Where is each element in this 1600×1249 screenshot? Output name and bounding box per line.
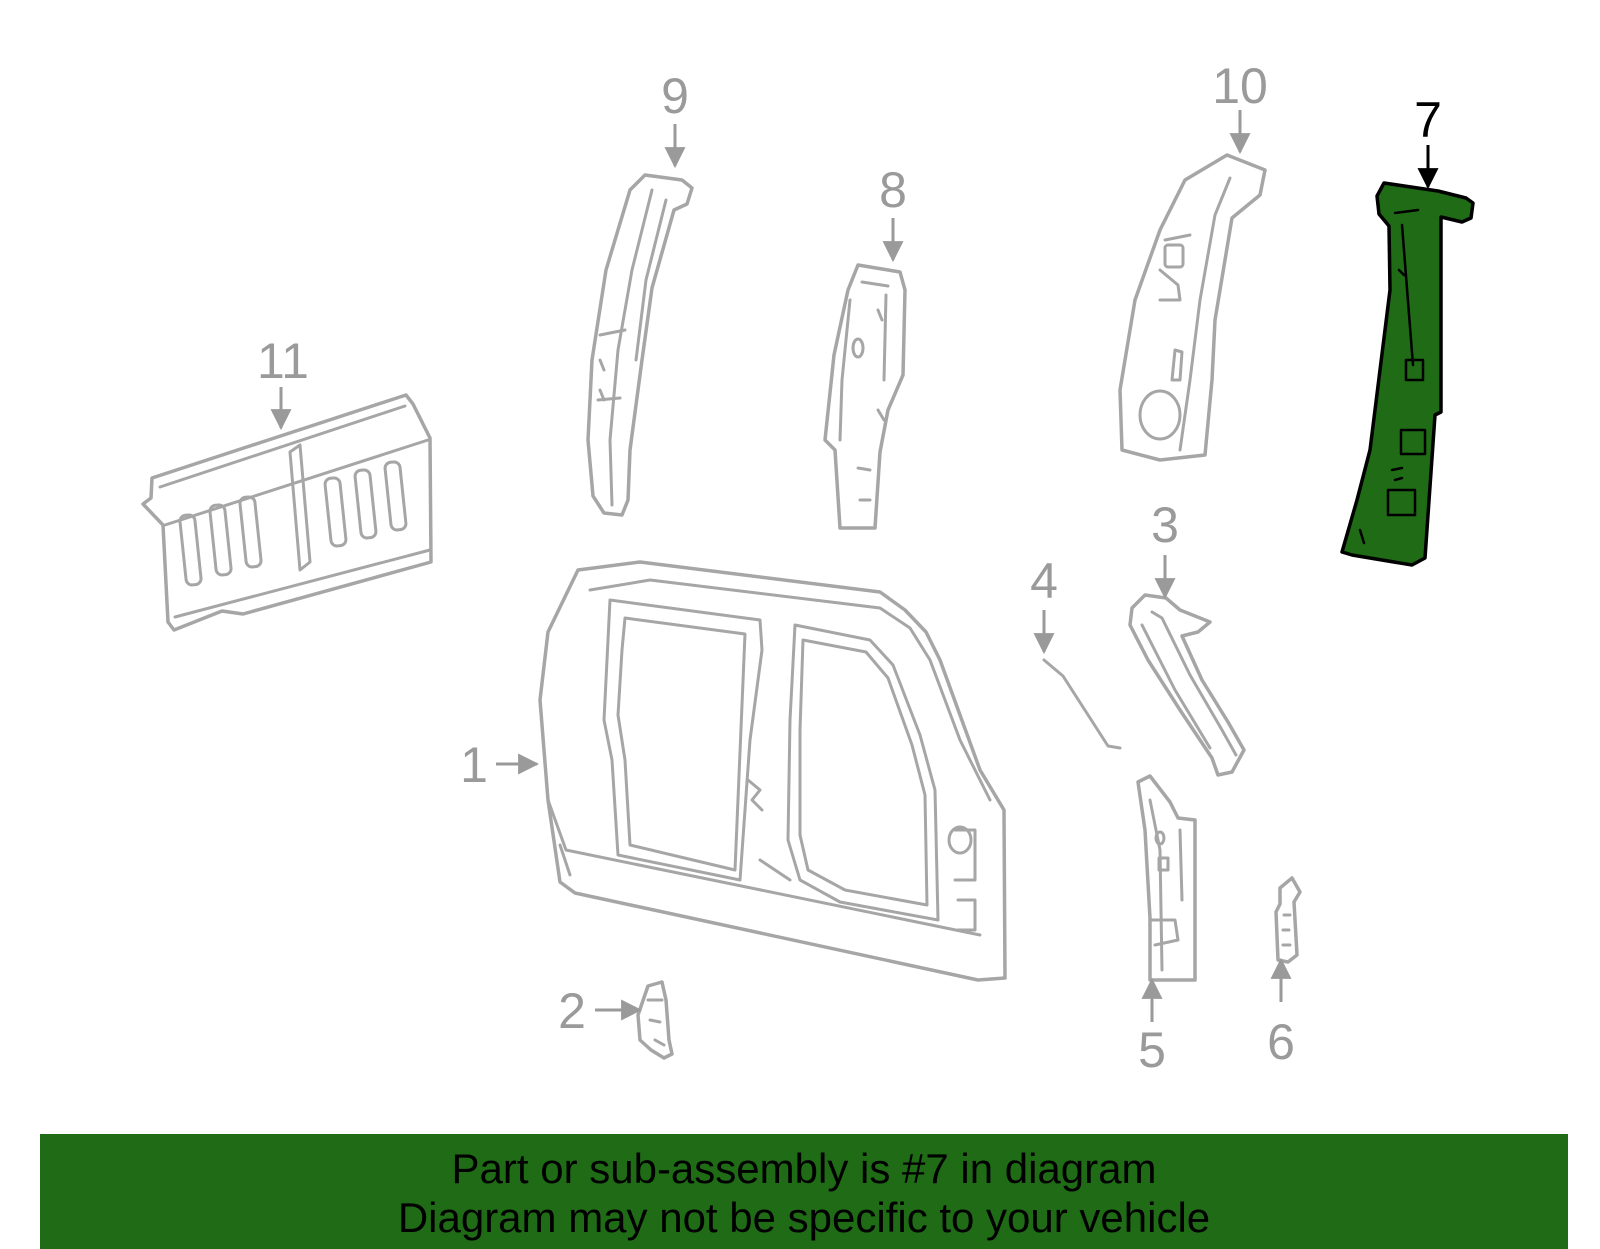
callout-11: 11	[257, 333, 309, 389]
part-1-side-frame	[538, 560, 1007, 982]
info-banner: Part or sub-assembly is #7 in diagram Di…	[40, 1134, 1568, 1249]
leader-lines	[270, 110, 1439, 1022]
callout-5: 5	[1138, 1022, 1166, 1078]
callout-4: 4	[1030, 553, 1058, 609]
callout-6: 6	[1267, 1014, 1295, 1070]
callout-8: 8	[879, 162, 907, 218]
callout-9: 9	[661, 68, 689, 124]
part-11-back-panel	[141, 393, 433, 632]
callout-10: 10	[1212, 58, 1268, 114]
callout-7: 7	[1414, 92, 1442, 148]
part-3-bracket	[1128, 593, 1246, 777]
callout-1: 1	[460, 737, 488, 793]
banner-line-1: Part or sub-assembly is #7 in diagram	[451, 1145, 1157, 1192]
part-8-pillar	[823, 263, 907, 530]
part-4-rod	[1042, 658, 1122, 750]
part-5-bracket	[1136, 774, 1197, 982]
part-7-highlighted-pillar	[1340, 181, 1475, 567]
callout-2: 2	[558, 983, 586, 1039]
part-9-pillar	[586, 173, 694, 517]
callout-labels: 9 8 10 7 11 3 4 1 5 6 2	[257, 58, 1442, 1078]
banner-line-2: Diagram may not be specific to your vehi…	[397, 1194, 1211, 1241]
part-6-bracket	[1274, 876, 1302, 964]
callout-3: 3	[1151, 497, 1179, 553]
part-10-pillar	[1118, 153, 1267, 462]
part-2-clip	[636, 980, 674, 1060]
